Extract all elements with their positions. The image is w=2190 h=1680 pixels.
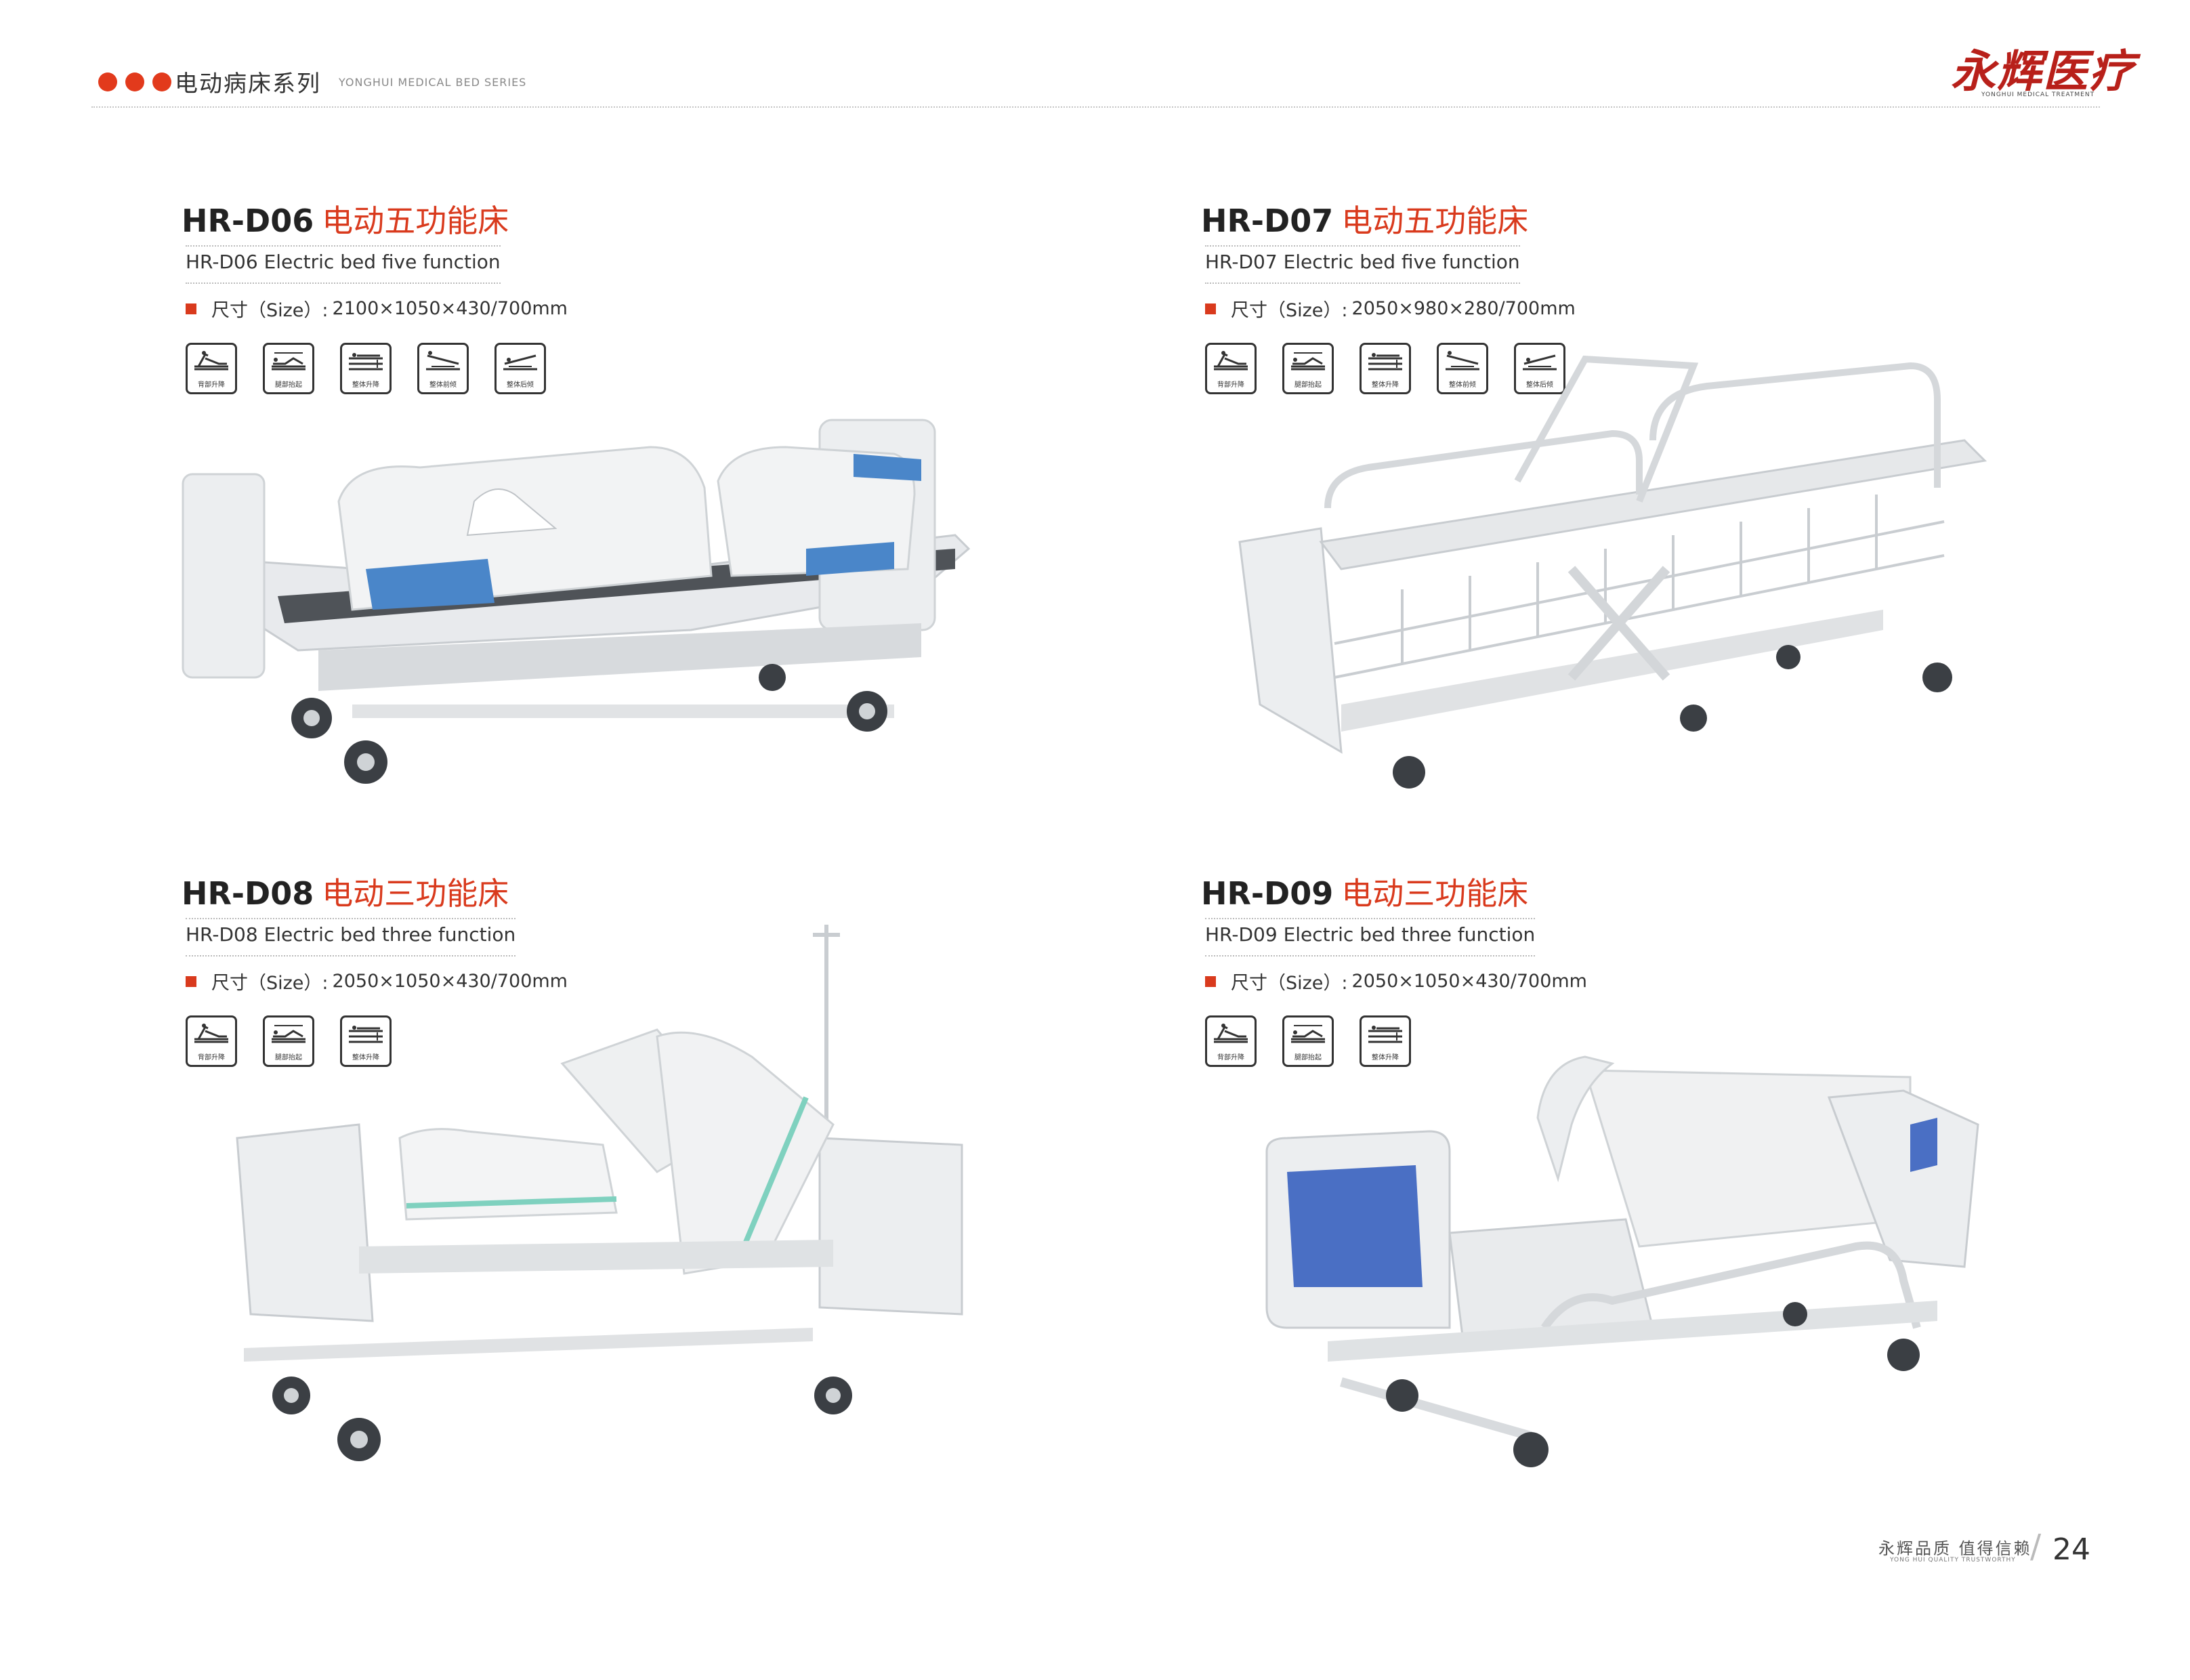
series-title-en: YONGHUI MEDICAL BED SERIES [339,76,527,89]
tilt-backward-icon: 整体后倾 [494,343,546,394]
feature-label: 腿部抬起 [275,381,302,389]
red-square-icon [186,303,196,314]
product-name-en: HR-D08 Electric bed three function [186,918,516,957]
series-title-cn: 电动病床系列 [175,70,321,98]
feature-label: 背部升降 [198,381,225,389]
feature-icons: 背部升降 腿部抬起 整体升降 [1205,1015,1411,1067]
bed-image-hr-d08 [236,925,963,1461]
bed-image-hr-d06 [182,419,971,784]
height-adjust-icon: 整体升降 [340,1015,392,1067]
product-name-cn: 电动五功能床 [1341,203,1529,239]
red-square-icon [1205,303,1216,314]
height-adjust-icon: 整体升降 [340,343,392,394]
feature-label: 背部升降 [1217,381,1244,389]
feature-label: 腿部抬起 [1294,1054,1322,1062]
product-model: HR-D08 [182,875,314,912]
leg-lift-icon: 腿部抬起 [263,1015,314,1067]
feature-icons: 背部升降 腿部抬起 整体升降 整体前倾 整体后倾 [186,343,546,394]
red-dot-icon [98,72,117,91]
feature-label: 整体后倾 [507,381,534,389]
leg-lift-icon: 腿部抬起 [263,343,314,394]
red-dot-icon [152,72,171,91]
brand-logo: 永辉医疗 [1951,45,2135,98]
feature-label: 背部升降 [198,1054,225,1062]
product-size: 尺寸（Size）: 2100×1050×430/700mm [186,295,568,322]
tilt-backward-icon: 整体后倾 [1514,343,1565,394]
product-name-cn: 电动三功能床 [322,875,509,912]
feature-label: 背部升降 [1217,1054,1244,1062]
back-lift-icon: 背部升降 [1205,1015,1257,1067]
feature-label: 腿部抬起 [275,1054,302,1062]
back-lift-icon: 背部升降 [1205,343,1257,394]
leg-lift-icon: 腿部抬起 [1282,343,1334,394]
feature-label: 整体升降 [352,381,379,389]
footer-slash-divider: / [2030,1528,2042,1566]
feature-label: 腿部抬起 [1294,381,1322,389]
product-name-cn: 电动三功能床 [1341,875,1529,912]
feature-label: 整体前倾 [1449,381,1476,389]
product-name-en: HR-D06 Electric bed five function [186,245,501,284]
tilt-forward-icon: 整体前倾 [417,343,469,394]
size-value: 2050×980×280/700mm [1351,298,1576,319]
feature-icons: 背部升降 腿部抬起 整体升降 整体前倾 整体后倾 [1205,343,1565,394]
size-value: 2050×1050×430/700mm [1351,971,1587,992]
product-name-cn: 电动五功能床 [322,203,509,239]
product-model: HR-D09 [1201,875,1334,912]
product-name-en: HR-D09 Electric bed three function [1205,918,1536,957]
feature-label: 整体升降 [1372,381,1399,389]
leg-lift-icon: 腿部抬起 [1282,1015,1334,1067]
size-value: 2100×1050×430/700mm [332,298,568,319]
feature-label: 整体升降 [352,1054,379,1062]
size-value: 2050×1050×430/700mm [332,971,568,992]
footer-slogan-cn: 永辉品质 值得信赖 [1878,1539,2032,1558]
height-adjust-icon: 整体升降 [1360,1015,1411,1067]
feature-label: 整体后倾 [1526,381,1553,389]
back-lift-icon: 背部升降 [186,1015,237,1067]
size-label: 尺寸（Size）: [1231,300,1348,321]
size-label: 尺寸（Size）: [211,973,329,994]
header-dots [98,72,171,91]
feature-label: 整体升降 [1372,1054,1399,1062]
page-number: 24 [2052,1532,2090,1567]
red-square-icon [186,975,196,987]
red-dot-icon [125,72,144,91]
back-lift-icon: 背部升降 [186,343,237,394]
header-divider [91,106,2100,108]
red-square-icon [1205,975,1216,987]
height-adjust-icon: 整体升降 [1360,343,1411,394]
brand-subtitle: YONGHUI MEDICAL TREATMENT [1981,91,2095,98]
size-label: 尺寸（Size）: [211,300,329,321]
bed-image-hr-d07 [1238,355,1987,789]
product-name-en: HR-D07 Electric bed five function [1205,245,1520,284]
product-model: HR-D07 [1201,203,1334,239]
product-model: HR-D06 [182,203,314,239]
feature-icons: 背部升降 腿部抬起 整体升降 [186,1015,392,1067]
footer-slogan-en: YONG HUI QUALITY TRUSTWORTHY [1890,1557,2016,1563]
product-size: 尺寸（Size）: 2050×980×280/700mm [1205,295,1576,322]
bed-image-hr-d09 [1265,1055,1979,1467]
feature-label: 整体前倾 [429,381,457,389]
product-size: 尺寸（Size）: 2050×1050×430/700mm [1205,968,1587,994]
product-size: 尺寸（Size）: 2050×1050×430/700mm [186,968,568,994]
page-header: 电动病床系列 YONGHUI MEDICAL BED SERIES 永辉医疗 Y… [0,0,2190,115]
tilt-forward-icon: 整体前倾 [1437,343,1488,394]
size-label: 尺寸（Size）: [1231,973,1348,994]
